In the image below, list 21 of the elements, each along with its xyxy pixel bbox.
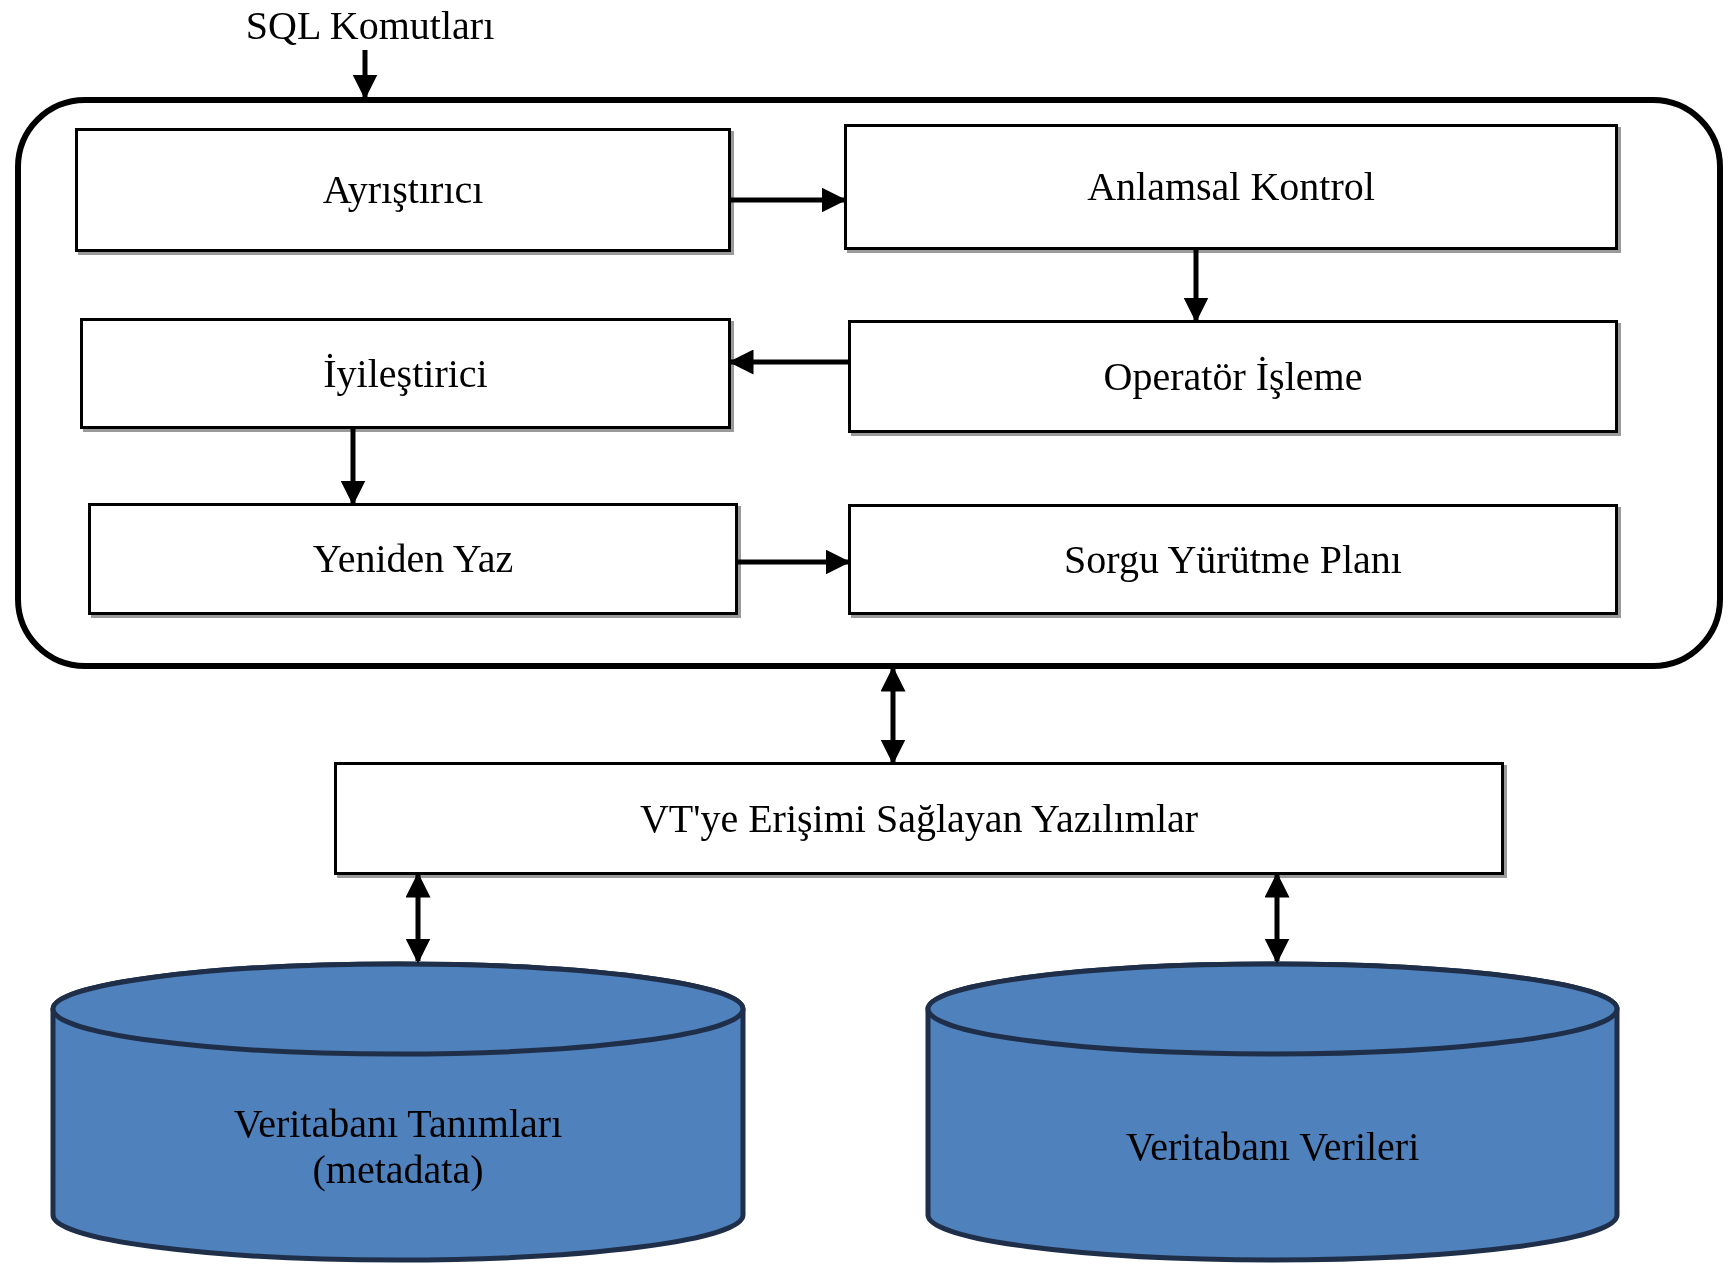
process-box xyxy=(334,762,1504,875)
arrow xyxy=(352,50,378,100)
database-cylinder xyxy=(50,961,746,1263)
node-label: Yeniden Yaz xyxy=(312,536,514,582)
node-label: Veritabanı Verileri xyxy=(1125,1124,1420,1170)
node-label: İyileştirici xyxy=(323,350,488,397)
database-cylinder xyxy=(925,961,1620,1263)
node-label: Sorgu Yürütme Planı xyxy=(1064,536,1402,583)
input-label: SQL Komutları xyxy=(245,3,495,49)
process-box xyxy=(75,128,731,252)
node-label: Veritabanı Tanımları (metadata) xyxy=(232,1101,564,1193)
process-box xyxy=(88,503,738,615)
process-box xyxy=(844,124,1618,250)
node-label: VT'ye Erişimi Sağlayan Yazılımlar xyxy=(639,795,1199,842)
node-label: Operatör İşleme xyxy=(1103,353,1363,400)
module-container xyxy=(15,97,1723,669)
process-box xyxy=(80,318,731,429)
process-box xyxy=(848,320,1618,433)
process-box xyxy=(848,504,1618,615)
node-label: Ayrıştırıcı xyxy=(322,167,484,213)
node-label: Anlamsal Kontrol xyxy=(1087,164,1375,210)
